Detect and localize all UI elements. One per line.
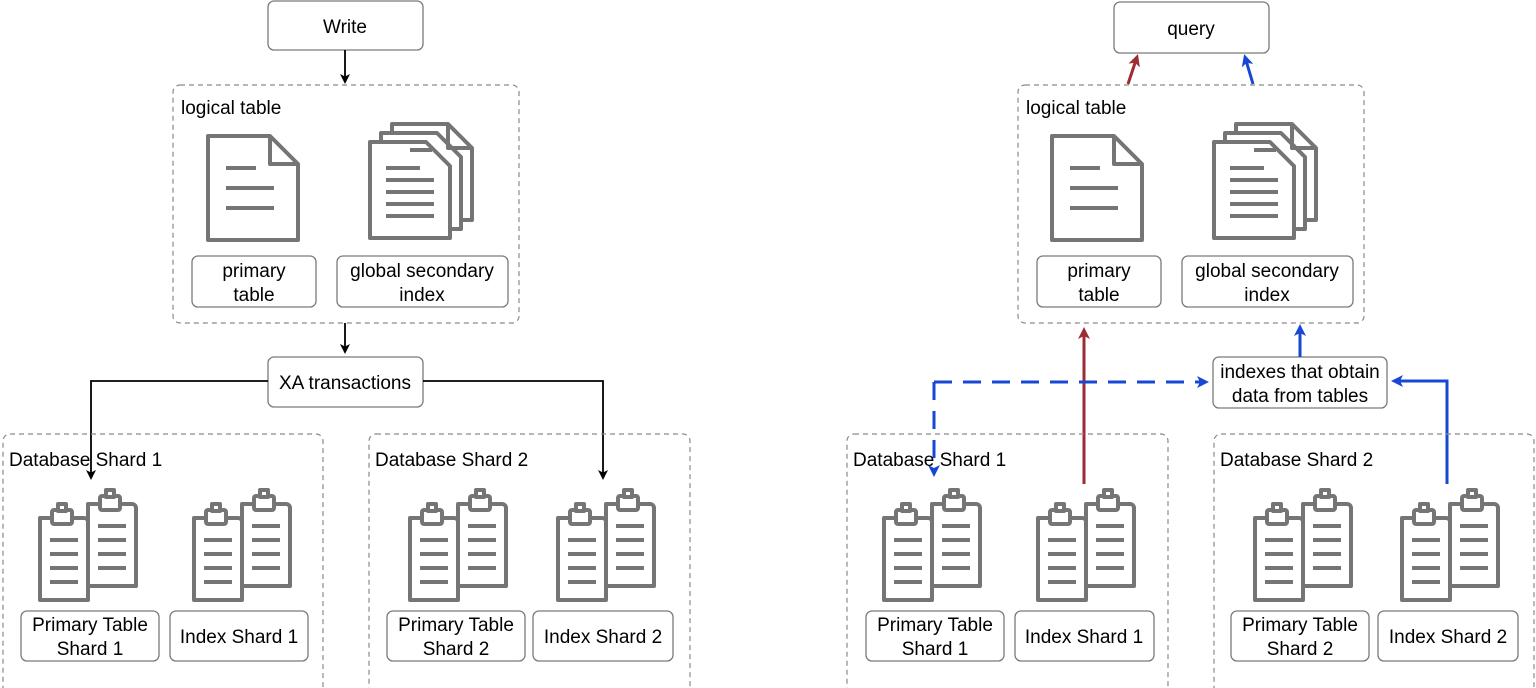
right-primary-table-line2: table xyxy=(1078,285,1119,306)
left-shard1-index-box xyxy=(169,610,309,662)
left-shard1-index-label: Index Shard 1 xyxy=(180,627,298,648)
left-shard2-primary-box xyxy=(386,610,526,662)
primary-table-label-line2: table xyxy=(233,285,274,306)
global-secondary-index-box xyxy=(336,255,509,308)
clipboard-pair-icon xyxy=(410,490,506,600)
right-shard1-primary-box xyxy=(865,610,1005,662)
gsi-label-line2: index xyxy=(399,285,445,306)
right-logical-table-group xyxy=(1017,84,1365,324)
right-shard1-primary-line1: Primary Table xyxy=(877,615,993,636)
index-lookup-line1: indexes that obtain xyxy=(1220,362,1380,383)
right-primary-table-box xyxy=(1036,255,1162,308)
clipboard-pair-icon xyxy=(1255,490,1351,600)
left-shard1-title: Database Shard 1 xyxy=(9,450,162,471)
right-shard2-title: Database Shard 2 xyxy=(1220,450,1373,471)
stacked-documents-icon xyxy=(1212,122,1318,240)
right-shard2-primary-box xyxy=(1230,610,1370,662)
xa-to-shard1-arrow xyxy=(86,380,268,480)
clipboard-pair-icon xyxy=(1402,490,1498,600)
left-shard2-primary-line2: Shard 2 xyxy=(423,639,490,660)
left-shard2-index-box xyxy=(532,610,674,662)
primary-table-label-line1: primary xyxy=(222,261,286,282)
left-shard1-primary-box xyxy=(20,610,160,662)
primary-result-arrow xyxy=(1126,54,1140,85)
right-shard1-group xyxy=(846,433,1169,688)
right-shard2-index-box xyxy=(1377,610,1519,662)
query-label: query xyxy=(1167,19,1215,40)
document-icon xyxy=(1050,134,1144,242)
right-primary-table-line1: primary xyxy=(1067,261,1131,282)
right-gsi-box xyxy=(1181,255,1354,308)
clipboard-pair-icon xyxy=(194,490,290,600)
left-shard2-group xyxy=(368,433,691,688)
logical-table-group xyxy=(172,84,520,324)
xa-transactions-label: XA transactions xyxy=(279,373,411,394)
right-shard1-index-box xyxy=(1014,610,1155,662)
right-shard2-primary-line1: Primary Table xyxy=(1242,615,1358,636)
right-shard1-primary-line2: Shard 1 xyxy=(902,639,969,660)
left-shard2-title: Database Shard 2 xyxy=(375,450,528,471)
clipboard-pair-icon xyxy=(558,490,654,600)
left-shard1-group xyxy=(2,433,324,688)
query-box xyxy=(1113,1,1270,54)
left-shard2-primary-line1: Primary Table xyxy=(398,615,514,636)
left-write-diagram: Write logical table primary table global… xyxy=(2,0,691,688)
left-shard1-primary-line1: Primary Table xyxy=(32,615,148,636)
right-shard2-index-label: Index Shard 2 xyxy=(1389,627,1507,648)
index-lookup-line2: data from tables xyxy=(1232,386,1368,407)
right-logical-table-label: logical table xyxy=(1026,98,1126,119)
index-shard2-to-lookup-arrow xyxy=(1391,375,1449,484)
index-result-arrow xyxy=(1241,54,1255,85)
clipboard-pair-icon xyxy=(1038,490,1134,600)
right-shard2-primary-line2: Shard 2 xyxy=(1267,639,1334,660)
logical-table-label: logical table xyxy=(181,98,281,119)
right-shard1-title: Database Shard 1 xyxy=(853,450,1006,471)
document-icon xyxy=(206,134,300,242)
right-shard2-group xyxy=(1213,433,1535,688)
stacked-documents-icon xyxy=(368,122,474,240)
primary-table-box xyxy=(191,255,317,308)
clipboard-pair-icon xyxy=(884,490,980,600)
right-gsi-line1: global secondary xyxy=(1195,261,1339,282)
right-gsi-line2: index xyxy=(1244,285,1290,306)
xa-transactions-box xyxy=(267,356,424,408)
write-label: Write xyxy=(323,17,367,38)
right-shard1-index-label: Index Shard 1 xyxy=(1025,627,1143,648)
xa-to-shard2-arrow xyxy=(423,380,608,480)
clipboard-pair-icon xyxy=(40,490,136,600)
right-query-diagram: query logical table primary table global… xyxy=(846,1,1535,688)
gsi-label-line1: global secondary xyxy=(350,261,494,282)
left-shard2-index-label: Index Shard 2 xyxy=(544,627,662,648)
left-shard1-primary-line2: Shard 1 xyxy=(57,639,124,660)
